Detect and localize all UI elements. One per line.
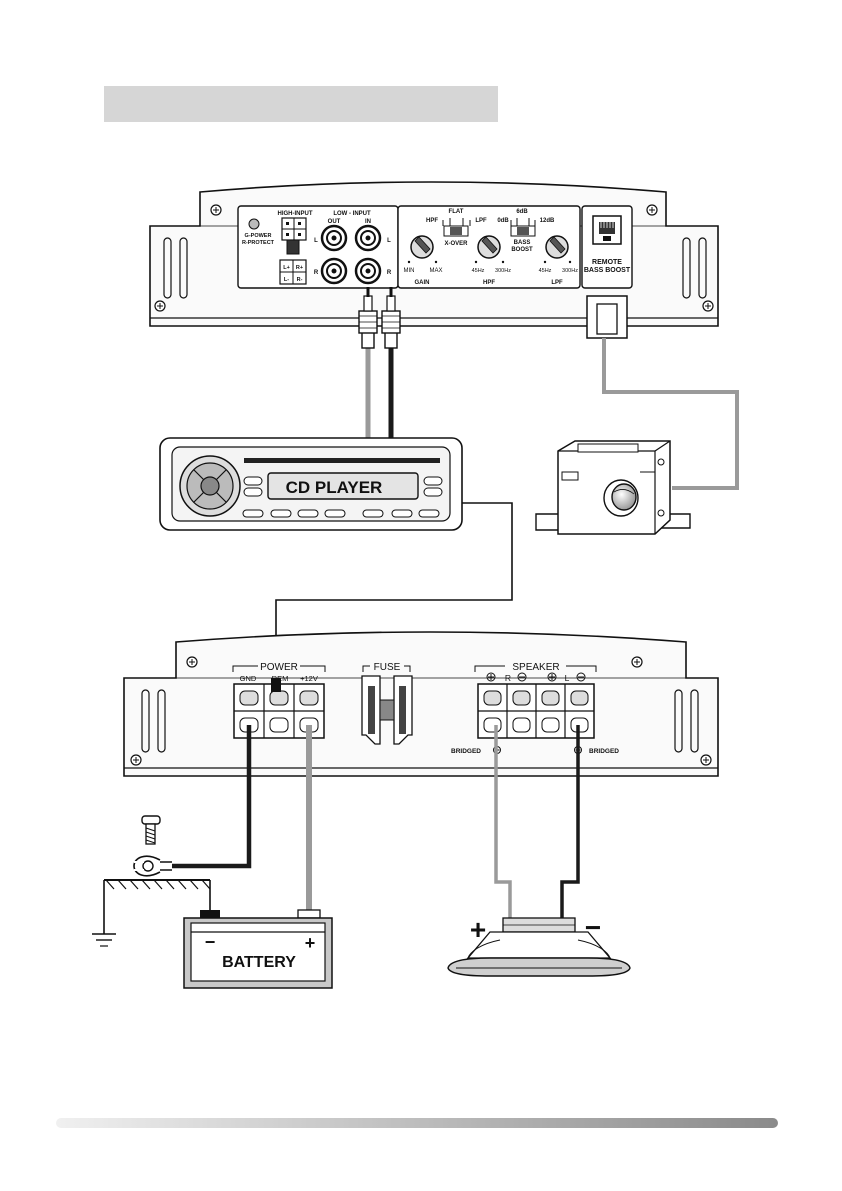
hpf-300hz-label: 300Hz [495, 268, 511, 274]
hpf-45hz-label: 45Hz [472, 268, 485, 274]
rca-jack-in-r[interactable] [356, 259, 380, 283]
rca-jack-out-r[interactable] [322, 259, 346, 283]
speaker-minus-label: − [585, 912, 601, 943]
gnd-label: GND [240, 674, 257, 683]
screw-icon [632, 657, 642, 667]
rca-jack-out-l[interactable] [322, 226, 346, 250]
screw-icon [647, 205, 657, 215]
boost-0db-label: 0dB [497, 218, 509, 224]
hpf-label: HPF [483, 280, 495, 286]
lpf-45hz-label: 45Hz [539, 268, 552, 274]
boost-12db-label: 12dB [540, 218, 555, 224]
speaker-plus-label: + [470, 914, 486, 945]
bridged-label: BRIDGED [589, 748, 619, 755]
channel-r-label: R [314, 270, 319, 276]
screw-icon [701, 755, 711, 765]
channel-l-label: L [387, 238, 391, 244]
high-input-label: HIGH-INPUT [278, 211, 313, 217]
xover-hpf-label: HPF [426, 218, 438, 224]
ground-symbol-icon [92, 934, 116, 946]
remote-bass-knob[interactable] [536, 441, 690, 534]
fuse-label: FUSE [374, 662, 401, 673]
svg-text:L+: L+ [283, 265, 290, 271]
battery-plus-label: + [305, 933, 316, 953]
hpf-knob[interactable] [478, 236, 500, 258]
lpf-label: LPF [551, 280, 563, 286]
remote-port[interactable] [593, 216, 621, 244]
gain-min-label: MIN [404, 268, 415, 274]
speaker-label: SPEAKER [512, 662, 559, 673]
screw-icon [155, 301, 165, 311]
battery-label: BATTERY [222, 954, 296, 971]
svg-text:R+: R+ [296, 265, 303, 271]
bridged-label: BRIDGED [451, 748, 481, 755]
channel-l-label: L [314, 238, 318, 244]
battery-minus-label: − [205, 932, 216, 952]
remote-label: REMOTE [592, 259, 622, 266]
gain-knob[interactable] [411, 236, 433, 258]
power-label: POWER [260, 662, 298, 673]
r-protect-label: R-PROTECT [242, 240, 275, 246]
screw-icon [131, 755, 141, 765]
high-input-plug: L+ R+ L- R- [280, 260, 306, 284]
speaker-l-label: L [565, 673, 570, 683]
top-amplifier: HIGH-INPUT G-POWER R-PROTECT L+ R+ L- R-… [150, 182, 718, 326]
screw-icon [187, 657, 197, 667]
screw-icon [211, 205, 221, 215]
xover-lpf-label: LPF [475, 218, 487, 224]
xover-label: X-OVER [444, 241, 468, 247]
rca-in-label: IN [365, 219, 371, 225]
screw-icon [703, 301, 713, 311]
plus-icon [548, 673, 556, 681]
ring-terminal-icon [134, 856, 172, 876]
bass-boost-label: BOOST [511, 247, 533, 253]
lpf-300hz-label: 300Hz [562, 268, 578, 274]
rca-out-label: OUT [328, 219, 341, 225]
plus-icon [487, 673, 495, 681]
boost-6db-label: 6dB [516, 209, 528, 215]
bolt-icon [142, 816, 160, 844]
header-bar [104, 86, 498, 122]
svg-text:R-: R- [297, 277, 303, 283]
xover-flat-label: FLAT [449, 209, 464, 215]
footer-bar [56, 1118, 778, 1128]
channel-r-label: R [387, 270, 392, 276]
g-power-label: G-POWER [245, 233, 272, 239]
cd-player-display: CD PLAYER [286, 478, 383, 497]
speaker: + − [448, 912, 630, 976]
remote-label: BASS BOOST [584, 267, 631, 274]
power-led [249, 219, 259, 229]
plus-12v-label: +12V [300, 674, 318, 683]
lpf-knob[interactable] [546, 236, 568, 258]
cd-player: CD PLAYER [160, 438, 462, 530]
low-input-label: LOW - INPUT [333, 211, 371, 217]
battery: − + BATTERY [184, 910, 332, 988]
bass-boost-label: BASS [514, 240, 531, 246]
speaker-r-label: R [505, 673, 511, 683]
bottom-amplifier: POWER GND REM +12V FUSE SPEAKER [124, 632, 718, 776]
gain-label: GAIN [415, 280, 430, 286]
svg-text:L-: L- [284, 277, 289, 283]
cd-preset-buttons[interactable] [243, 510, 439, 517]
rca-jack-in-l[interactable] [356, 226, 380, 250]
gain-max-label: MAX [429, 268, 442, 274]
